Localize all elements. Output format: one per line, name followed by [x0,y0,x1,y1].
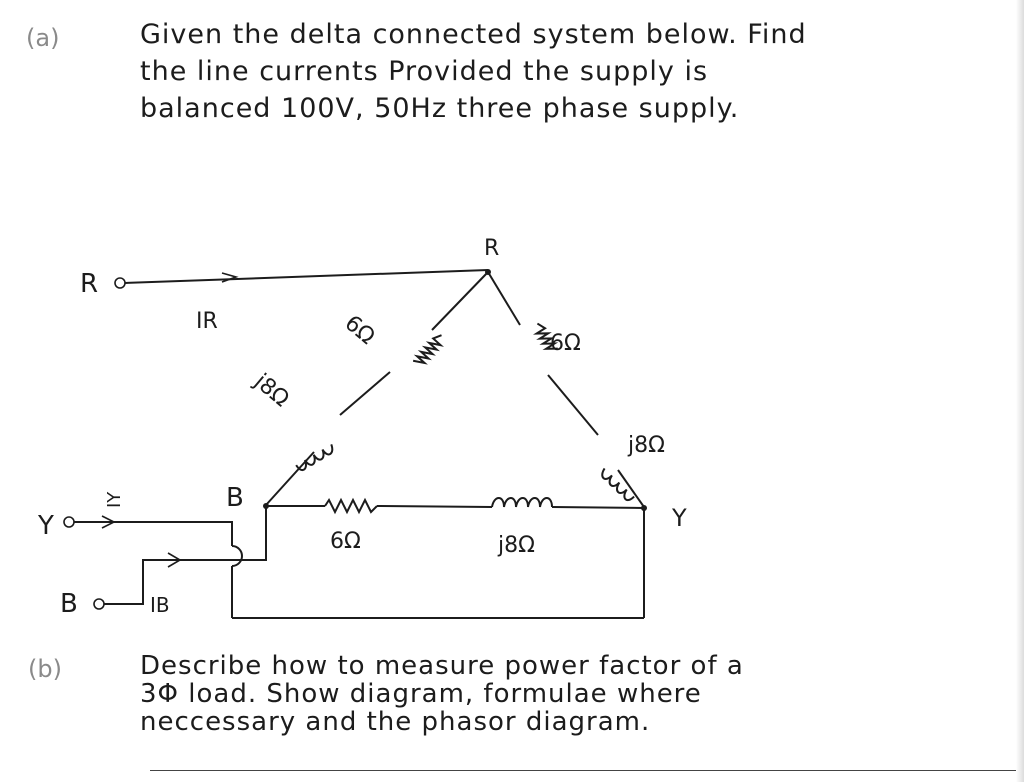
bottom-inductor-symbol [491,497,553,508]
line-b-wire [104,506,267,605]
terminal-b-dot [93,598,105,610]
bottom-resistor-symbol [324,497,378,515]
paper-edge-shadow [1016,0,1024,782]
terminal-y-label: Y [37,511,54,541]
node-y-label: Y [671,504,687,532]
question-a-text: Given the delta connected system below. … [140,16,1000,127]
terminal-b-label: B [60,589,78,619]
current-y-arrow [101,515,116,529]
left-resistor-symbol [412,334,444,365]
question-a-line-3: balanced 100V, 50Hz three phase supply. [140,93,740,124]
left-inductor-label: j8Ω [249,369,294,413]
terminal-y-dot [63,516,75,528]
question-b-line-2: 3Φ load. Show diagram, formulae where [140,679,702,709]
question-b-line-1: Describe how to measure power factor of … [140,651,744,681]
question-a-line-2: the line currents Provided the supply is [140,56,709,87]
question-b-label: (b) [28,655,62,683]
left-inductor-symbol [295,444,334,472]
question-a-label: (a) [26,24,60,52]
current-b-label: IB [150,593,170,617]
node-b-label: B [226,483,244,513]
current-r-label: IR [196,309,218,334]
right-inductor-symbol [601,467,635,501]
terminal-r-dot [114,277,126,289]
line-y-wire [74,521,233,546]
question-b-text: Describe how to measure power factor of … [140,652,1010,736]
current-r-arrow [221,272,239,283]
right-resistor-symbol [532,322,559,350]
line-r-wire [124,269,489,284]
left-resistor-label: 6Ω [340,311,380,350]
current-y-label: IY [104,491,125,508]
current-b-arrow [167,552,182,568]
right-resistor-label: 6Ω [550,331,581,356]
node-r-label: R [484,236,499,261]
question-b-line-3: neccessary and the phasor diagram. [140,707,651,737]
bottom-resistor-label: 6Ω [330,529,361,554]
crossover-hop [231,545,243,567]
paper-edge-line [150,770,1024,771]
bottom-inductor-label: j8Ω [497,533,535,558]
right-inductor-label: j8Ω [627,433,665,458]
terminal-r-label: R [80,269,98,299]
question-a-line-1: Given the delta connected system below. … [140,19,807,50]
